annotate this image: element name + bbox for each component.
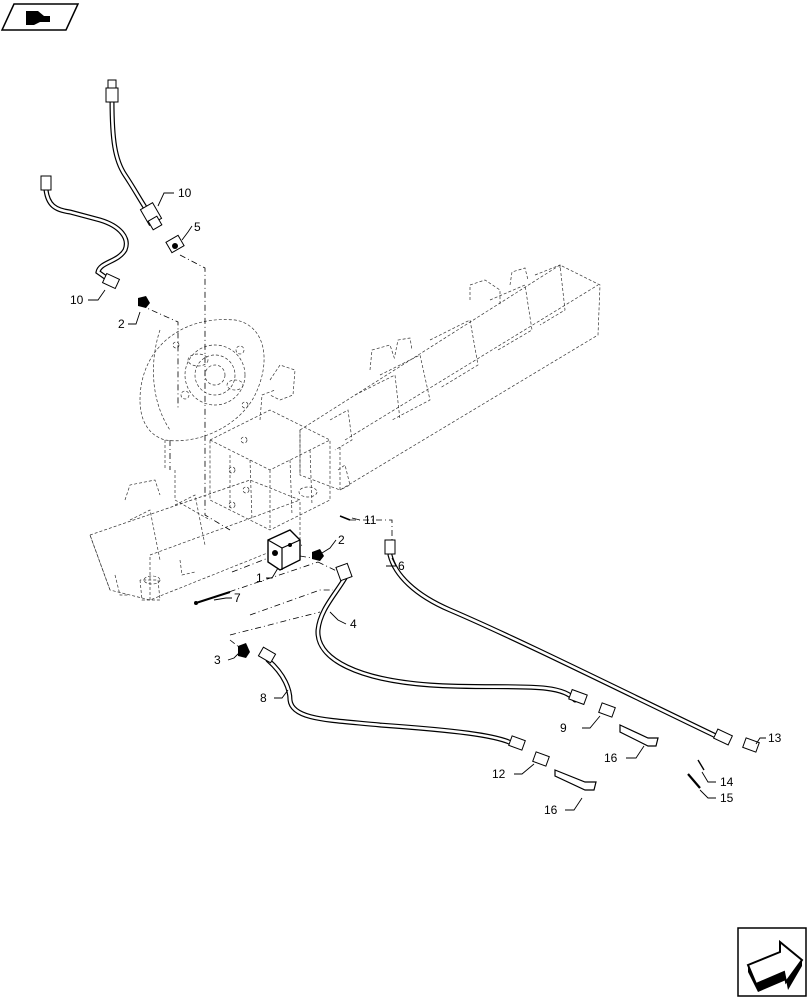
callout-1: 1 [256, 571, 263, 585]
callout-12: 14 [720, 775, 734, 789]
wheel-hub [139, 319, 265, 442]
connection-lines [139, 254, 393, 649]
callouts: 10 5 10 2 11 2 1 6 7 4 3 8 9 12 16 16 13… [70, 186, 782, 817]
callout-8: 7 [234, 591, 241, 605]
hoses [40, 79, 734, 751]
callout-6: 6 [398, 559, 405, 573]
callout-4: 4 [350, 617, 357, 631]
callout-2-top: 2 [118, 317, 125, 331]
callout-2-mid: 2 [338, 533, 345, 547]
callout-5: 8 [260, 691, 267, 705]
callout-16-lower: 16 [544, 803, 558, 817]
next-page-arrow-icon[interactable] [737, 927, 807, 997]
callout-15: 10 [178, 186, 192, 200]
small-parts [138, 234, 760, 791]
callout-3: 3 [214, 653, 221, 667]
callout-10-upper: 9 [560, 721, 567, 735]
callout-9: 13 [768, 731, 782, 745]
callout-16-upper: 16 [604, 751, 618, 765]
axle-frame [89, 264, 601, 601]
callout-11: 11 [364, 513, 377, 527]
callout-13: 15 [720, 791, 734, 805]
leader-lines [88, 192, 766, 811]
callout-10-lower: 12 [492, 767, 506, 781]
page-nav-icon[interactable] [0, 3, 80, 31]
callout-7: 5 [194, 220, 201, 234]
callout-14: 10 [70, 293, 84, 307]
